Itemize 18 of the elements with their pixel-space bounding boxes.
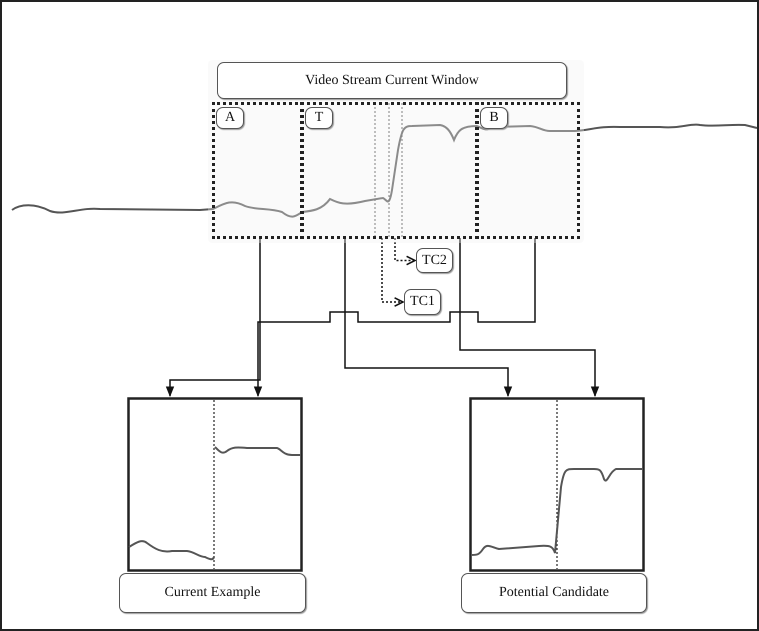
arrow bbox=[381, 238, 404, 307]
candidate-label: TC2 bbox=[416, 248, 453, 273]
window-segment bbox=[212, 102, 303, 239]
candidate-label: TC1 bbox=[404, 289, 441, 315]
window-group bbox=[208, 60, 584, 243]
arrow bbox=[344, 238, 512, 398]
caption-box: Current Example bbox=[119, 573, 306, 613]
segment-label: A bbox=[216, 107, 244, 129]
window-segment bbox=[476, 102, 580, 239]
arrow bbox=[394, 238, 416, 266]
caption-box: Potential Candidate bbox=[461, 573, 647, 613]
segment-label: B bbox=[480, 107, 508, 129]
window-segment bbox=[301, 102, 478, 239]
arrow bbox=[166, 238, 261, 398]
window-title: Video Stream Current Window bbox=[217, 62, 567, 99]
arrow bbox=[254, 238, 536, 398]
arrow bbox=[459, 238, 600, 398]
segment-label: T bbox=[305, 107, 333, 129]
